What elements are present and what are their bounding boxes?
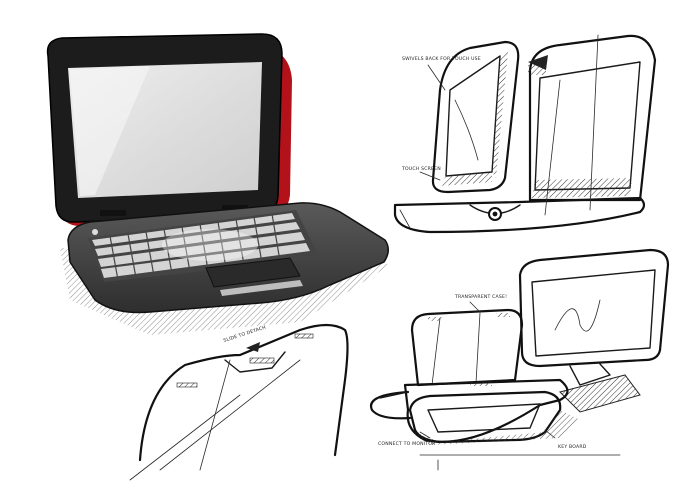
monitor-stand (569, 363, 611, 386)
hinge-right (222, 205, 248, 211)
arrow-tail-hatch (528, 65, 546, 75)
guide-line (431, 317, 441, 386)
shell-window (534, 61, 641, 191)
leader-line (419, 171, 441, 181)
detach-notch (224, 351, 286, 373)
label-swivels: SWIVELS BACK FOR TOUCH USE (402, 56, 481, 62)
docked-sketch (369, 248, 670, 471)
guide-line (475, 312, 481, 384)
case-vent-right (496, 313, 510, 317)
label-transparent-case: TRANSPARENT CASE! (454, 294, 507, 300)
vent-left (176, 382, 198, 388)
screen-reflection (454, 99, 479, 161)
key-gaps (109, 213, 281, 281)
trackpad (205, 257, 301, 288)
shell-base (393, 196, 646, 234)
case-vent-left (428, 317, 442, 321)
laptop-render (46, 33, 390, 335)
guide-line (199, 359, 231, 471)
detach-shell-outline (138, 323, 349, 462)
tablet-screen (445, 55, 501, 177)
monitor-scribble (554, 299, 601, 332)
leader-line (544, 429, 556, 439)
shell-lid (528, 34, 657, 202)
leader-line (419, 431, 431, 439)
keyboard-top (427, 403, 541, 433)
label-touch-screen: TOUCH SCREEN (401, 166, 441, 172)
keyboard-shadow (410, 410, 580, 445)
label-connect-to-monitor: CONNECT TO MONITOR (378, 441, 436, 447)
hinge-left (100, 210, 126, 216)
case-base (403, 378, 569, 443)
dock-lens (492, 211, 498, 217)
leader-line (427, 64, 446, 91)
tablet-edge-hatch (492, 52, 508, 178)
leader-line (469, 301, 481, 313)
power-button (92, 229, 98, 235)
monitor-cable (369, 390, 412, 420)
guide-line (544, 79, 561, 216)
guide-line (589, 34, 599, 211)
transparent-case-lid (410, 308, 524, 387)
vent-right (294, 333, 314, 339)
swivel-sketch (393, 34, 657, 234)
dock-port (470, 382, 492, 386)
keyboard-highlight (162, 229, 258, 261)
monitor-screen (531, 269, 656, 357)
slide-arrow-icon (246, 342, 260, 352)
guide-line (129, 394, 241, 481)
monitor-frame (518, 248, 670, 368)
monitor-base (559, 374, 641, 413)
tablet-frame (431, 40, 520, 194)
cable-end (379, 391, 409, 399)
trackpad-buttons (220, 280, 303, 296)
screen-glare (70, 66, 150, 196)
label-key-board: KEY BOARD (558, 444, 587, 450)
detach-sketch (129, 323, 349, 481)
slide-button (249, 357, 275, 364)
guide-line (159, 359, 301, 471)
hatch-line (399, 209, 411, 229)
shell-base-hatch (532, 178, 632, 198)
tablet-bottom-hatch (440, 172, 492, 186)
